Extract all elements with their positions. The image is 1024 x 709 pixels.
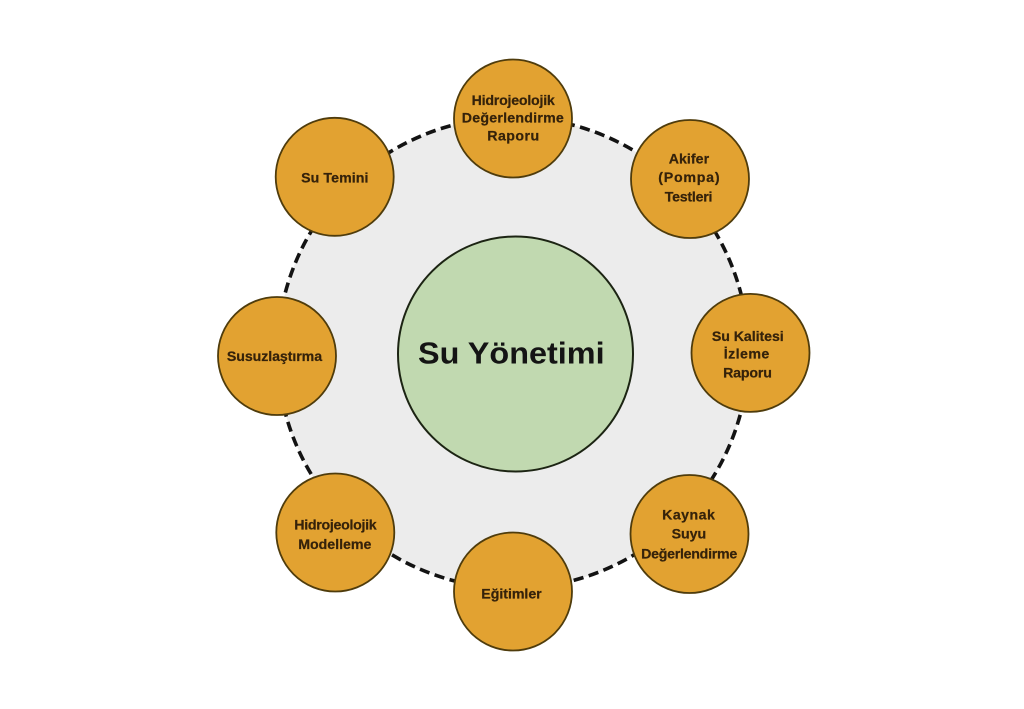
- svg-text:Modelleme: Modelleme: [298, 537, 371, 553]
- svg-text:Su Kalitesi: Su Kalitesi: [712, 329, 784, 345]
- svg-text:Susuzlaştırma: Susuzlaştırma: [227, 349, 322, 365]
- svg-text:Su Yönetimi: Su Yönetimi: [418, 336, 605, 370]
- svg-text:Suyu: Suyu: [672, 527, 707, 543]
- svg-text:Akifer: Akifer: [669, 152, 710, 168]
- svg-text:(Pompa): (Pompa): [658, 170, 720, 186]
- svg-text:Testleri: Testleri: [665, 190, 713, 206]
- svg-text:İzleme: İzleme: [724, 346, 770, 363]
- svg-text:Eğitimler: Eğitimler: [481, 587, 542, 603]
- svg-text:Su Temini: Su Temini: [301, 171, 368, 187]
- svg-text:Hidrojeolojik: Hidrojeolojik: [472, 93, 555, 109]
- svg-text:Raporu: Raporu: [723, 365, 772, 381]
- svg-text:Değerlendirme: Değerlendirme: [462, 111, 564, 127]
- svg-text:Raporu: Raporu: [487, 128, 539, 144]
- svg-text:Değerlendirme: Değerlendirme: [641, 547, 737, 563]
- svg-text:Hidrojeolojik: Hidrojeolojik: [294, 517, 377, 533]
- svg-text:Kaynak: Kaynak: [662, 507, 715, 523]
